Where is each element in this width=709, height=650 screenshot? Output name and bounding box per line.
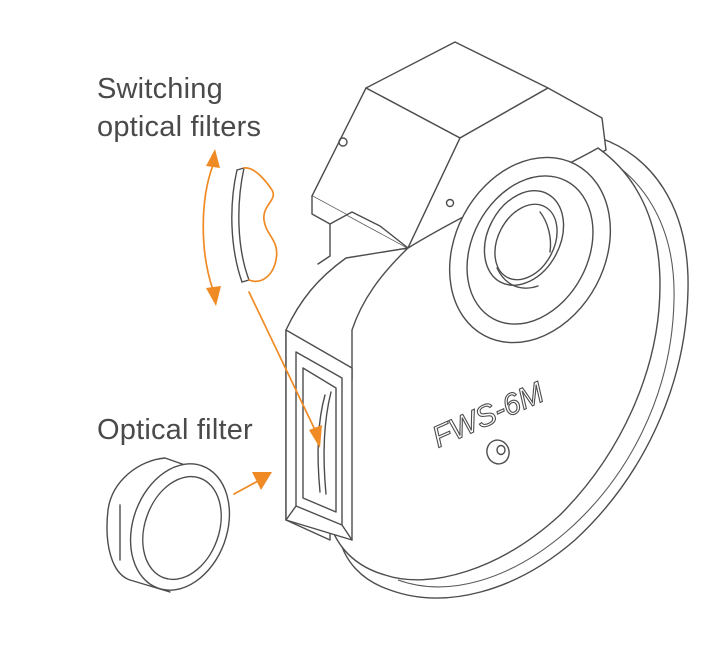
switching-label-line2: optical filters xyxy=(97,110,261,144)
rotate-arrow xyxy=(203,149,221,306)
switching-filter-piece xyxy=(232,168,277,282)
insert-arrow-from-filter xyxy=(234,472,272,494)
switching-label-line1: Switching xyxy=(97,72,223,106)
optical-filter-label: Optical filter xyxy=(97,413,253,447)
optical-filter-ring xyxy=(107,450,246,604)
